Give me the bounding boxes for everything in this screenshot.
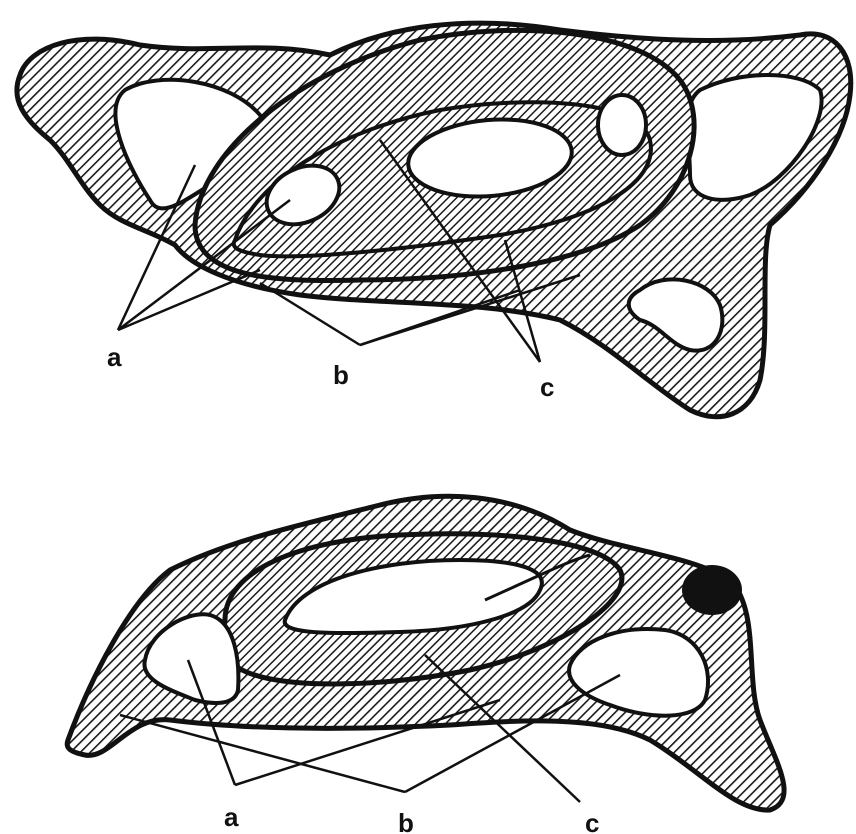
bottom-label-a: a (224, 802, 239, 832)
top-label-c: c (540, 372, 554, 402)
bottom-dark-blob (682, 565, 742, 615)
bottom-label-c: c (585, 808, 599, 834)
bottom-label-b: b (398, 808, 414, 834)
bottom-figure: a b c (67, 496, 784, 834)
top-figure: a b c (17, 23, 851, 417)
top-label-a: a (107, 342, 122, 372)
top-label-b: b (333, 360, 349, 390)
top-small-right-hole (598, 95, 646, 155)
